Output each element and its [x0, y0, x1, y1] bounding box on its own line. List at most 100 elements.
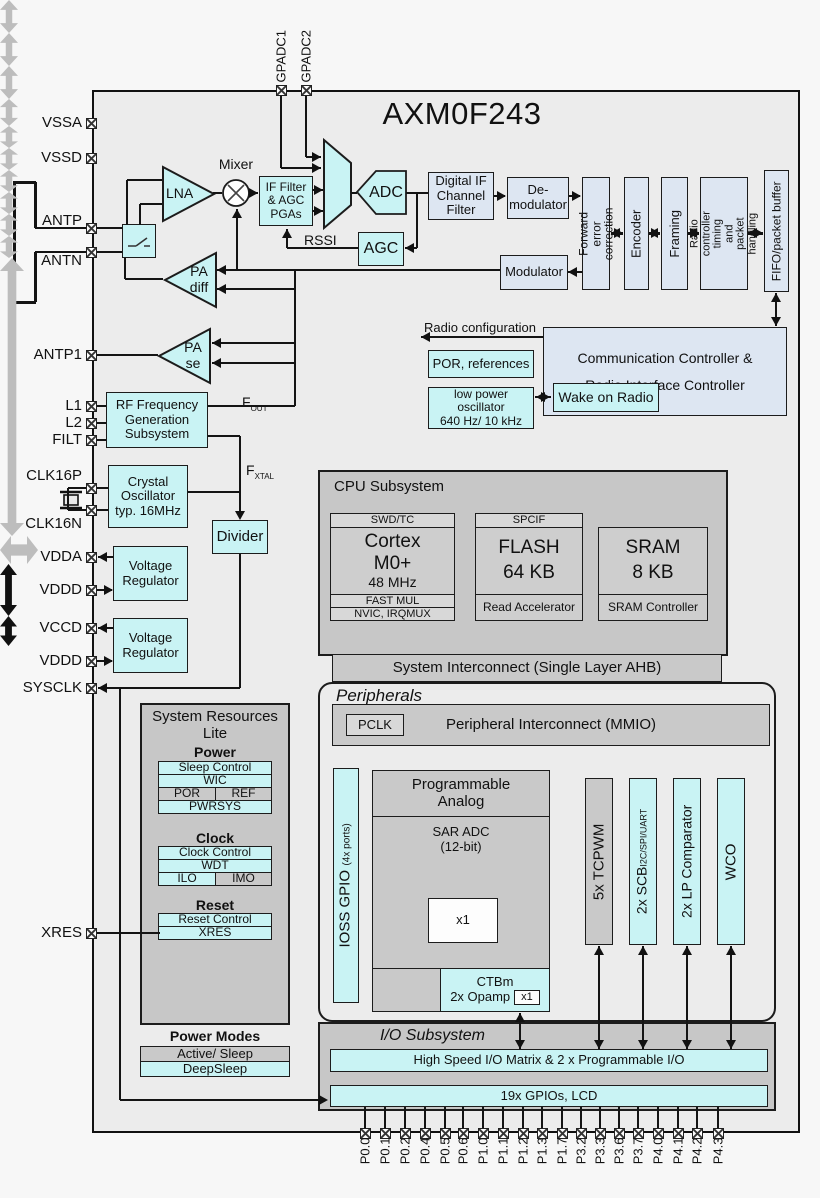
ctbm-block: CTBm 2x Opamp x1	[440, 968, 550, 1012]
wire	[774, 293, 778, 326]
xres-row: XRES	[158, 926, 272, 940]
pin-label-L1: L1	[65, 397, 82, 414]
pin-VDDD	[86, 584, 97, 596]
antenna-switch	[122, 224, 156, 258]
pin-XRES	[86, 927, 97, 939]
sram-controller-bar: SRAM Controller	[598, 594, 708, 621]
arrowhead	[98, 683, 107, 693]
arrowhead	[515, 1013, 525, 1022]
cortex-freq-label: 48 MHz	[368, 574, 417, 590]
arrowhead	[217, 284, 226, 294]
lna-label: LNA	[166, 185, 194, 201]
wire	[686, 946, 688, 1049]
ctbm-label: CTBm	[476, 974, 514, 990]
wire	[384, 1107, 386, 1128]
pin-P0.2	[399, 1127, 411, 1139]
pin-SYSCLK	[86, 682, 97, 694]
modulator-block: Modulator	[500, 255, 568, 290]
opamp-label: 2x Opamp	[450, 988, 511, 1004]
arrowhead	[217, 265, 226, 275]
system-interconnect-bar: System Interconnect (Single Layer AHB)	[332, 654, 722, 682]
pin-label-P0.1: P0.1	[377, 1137, 393, 1165]
wire	[98, 687, 240, 689]
wire	[281, 167, 321, 169]
ioss-main: IOSS GPIO	[336, 870, 354, 948]
rssi-label: RSSI	[304, 232, 337, 248]
wire	[239, 554, 241, 688]
pin-VCCD	[86, 622, 97, 634]
lna-amplifier	[162, 165, 217, 223]
pin-label-VCCD: VCCD	[39, 619, 82, 636]
ioss-sub: (4x ports)	[341, 823, 353, 866]
wire	[236, 209, 238, 270]
pin-label-L2: L2	[65, 414, 82, 431]
pa-se-amplifier	[156, 327, 211, 385]
imo-row: IMO	[215, 872, 272, 886]
arrowhead	[104, 656, 113, 666]
pin-label-ANTP1: ANTP1	[33, 346, 82, 363]
wire	[35, 227, 122, 229]
wire	[13, 180, 36, 184]
wire	[416, 193, 418, 248]
wire	[637, 1107, 639, 1128]
active-sleep-row: Active/ Sleep	[140, 1046, 290, 1062]
radio-config-label: Radio configuration	[424, 320, 537, 335]
pin-label-P1.3: P1.3	[534, 1137, 550, 1165]
arrowhead	[594, 1040, 604, 1049]
sram-block: SRAM 8 KB	[598, 527, 708, 595]
wire	[519, 1013, 521, 1049]
hs-io-matrix-bar: High Speed I/O Matrix & 2 x Programmable…	[330, 1049, 768, 1072]
arrowhead	[682, 946, 692, 955]
framing-block: Framing	[661, 177, 688, 290]
pin-label-P1.1: P1.1	[495, 1137, 511, 1165]
wco-label: WCO	[722, 843, 740, 880]
arrowhead	[312, 163, 321, 173]
wire	[208, 435, 240, 437]
pin-label-P0.6: P0.6	[455, 1137, 471, 1165]
pin-VDDA	[86, 551, 97, 563]
wire	[730, 946, 732, 1049]
wire	[212, 362, 295, 364]
deepsleep-row: DeepSleep	[140, 1061, 290, 1077]
wire	[92, 439, 106, 441]
scb-main: 2x SCB	[633, 866, 650, 915]
arrowhead	[212, 338, 221, 348]
wire	[92, 354, 158, 356]
sar-x1-block: x1	[428, 898, 498, 943]
wire	[239, 436, 241, 516]
pin-label-P4.2: P4.2	[689, 1137, 705, 1165]
pin-label-P3.2: P3.2	[573, 1137, 589, 1165]
wire	[212, 342, 295, 344]
adc-label: ADC	[369, 184, 403, 201]
arrowhead	[541, 392, 550, 402]
wire	[280, 96, 282, 168]
encoder-label: Encoder	[628, 209, 644, 258]
pin-FILT	[86, 434, 97, 446]
wire	[294, 270, 296, 406]
fout-label: FOUT	[242, 378, 294, 413]
fast-mul-bar: FAST MUL	[330, 594, 455, 608]
pin-GPADC1	[275, 84, 287, 96]
wire	[217, 288, 295, 290]
pin-CLK16P	[86, 482, 97, 494]
wire	[424, 1107, 426, 1128]
arrowhead	[314, 206, 323, 216]
pin-label-P0.0: P0.0	[357, 1137, 373, 1165]
cortex-label: Cortex M0+	[364, 531, 421, 575]
wire	[124, 258, 126, 279]
ioss-gpio-label: IOSS GPIO (4x ports)	[336, 823, 355, 948]
fout-sub: OUT	[250, 403, 268, 413]
cpu-subsystem-title: CPU Subsystem	[334, 478, 445, 495]
pin-P3.2	[575, 1127, 587, 1139]
double-arrow-v	[0, 236, 18, 258]
arrowhead	[614, 228, 623, 238]
wire	[33, 252, 37, 302]
demodulator-block: De- modulator	[507, 177, 569, 219]
voltage-regulator-1: Voltage Regulator	[113, 546, 188, 601]
pin-P1.3	[536, 1127, 548, 1139]
pin-label-P1.0: P1.0	[475, 1137, 491, 1165]
arrowhead	[754, 228, 763, 238]
wire	[287, 247, 358, 249]
wic-row: WIC	[158, 774, 272, 788]
wire	[67, 488, 69, 510]
